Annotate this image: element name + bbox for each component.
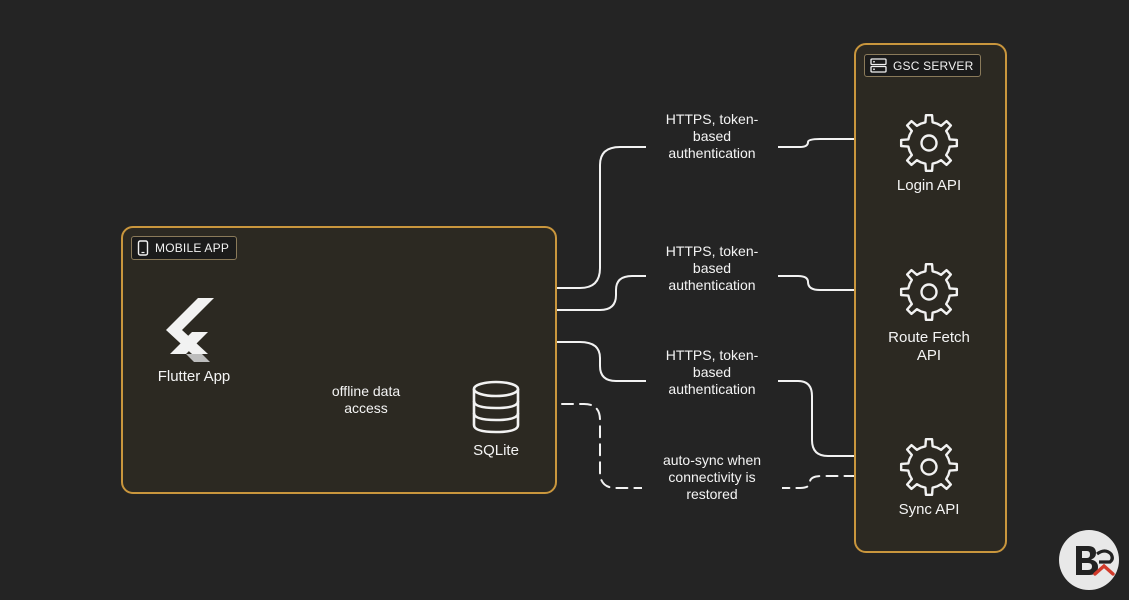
route-fetch-api-label: Route Fetch API	[888, 329, 970, 364]
edge-label-route-fetch: HTTPS, token- based authentication	[646, 243, 778, 294]
flutter-app-label: Flutter App	[157, 368, 231, 385]
sync-api-label: Sync API	[898, 501, 960, 518]
logo-watermark	[1059, 530, 1119, 590]
mobile-app-group-title: MOBILE APP	[155, 241, 230, 255]
edge-label-auto-sync: auto-sync when connectivity is restored	[642, 452, 782, 503]
server-icon	[870, 58, 887, 73]
login-api-label: Login API	[896, 177, 962, 194]
sqlite-label: SQLite	[473, 442, 519, 459]
mobile-app-group-tag: MOBILE APP	[131, 236, 238, 260]
edge-auto-sync	[525, 403, 898, 489]
gsc-server-group-tag: GSC SERVER	[864, 54, 982, 77]
edge-label-login: HTTPS, token- based authentication	[646, 111, 778, 162]
phone-icon	[137, 240, 149, 256]
edge-label-sync: HTTPS, token- based authentication	[646, 347, 778, 398]
gear-icon	[899, 262, 959, 322]
gear-icon	[899, 113, 959, 173]
gear-icon	[899, 437, 959, 497]
edge-label-offline: offline data access	[312, 383, 420, 417]
gsc-server-group-title: GSC SERVER	[893, 58, 974, 73]
database-icon	[472, 380, 520, 434]
flutter-logo-icon	[166, 298, 214, 362]
gsc-server-group	[854, 43, 1007, 553]
